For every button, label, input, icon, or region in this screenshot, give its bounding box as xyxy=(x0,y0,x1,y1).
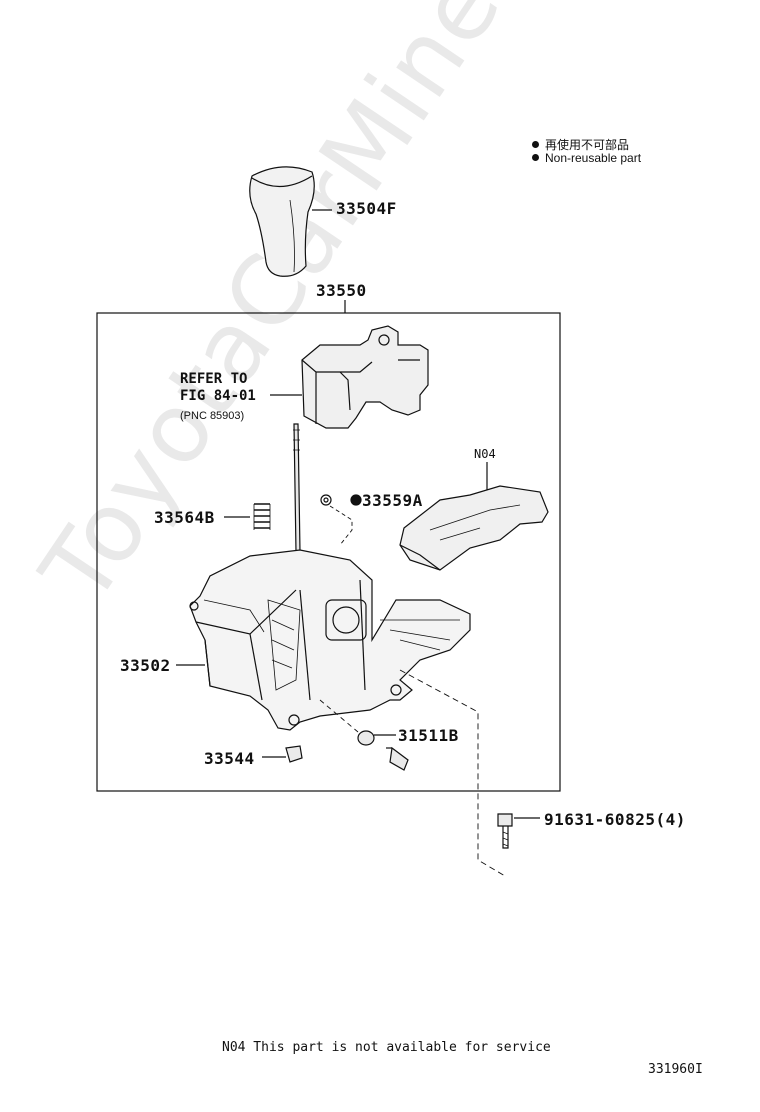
pin-drawing xyxy=(357,730,409,771)
bush-drawing xyxy=(285,745,303,763)
housing-drawing xyxy=(189,549,471,731)
assembly-frame xyxy=(96,312,561,792)
non-reusable-dot-icon xyxy=(532,154,539,161)
part-label-bolt: 91631-60825(4) xyxy=(544,810,686,829)
refer-label-line3: (PNC 85903) xyxy=(180,410,245,422)
refer-block-drawing xyxy=(301,325,429,429)
bolt-drawing xyxy=(497,813,513,849)
footnote: N04 This part is not available for servi… xyxy=(222,1040,551,1055)
legend-item-en: Non-reusable part xyxy=(532,151,641,165)
shift-knob-drawing xyxy=(249,166,315,277)
part-label-pin: 31511B xyxy=(398,726,459,745)
part-label-n04: N04 xyxy=(474,447,496,461)
part-label-housing: 33502 xyxy=(120,656,171,675)
spring-drawing xyxy=(253,503,271,530)
indicator-plate-drawing xyxy=(399,485,549,571)
refer-label-line2: FIG 84-01 xyxy=(180,388,256,404)
legend-label-jp: 再使用不可部品 xyxy=(545,138,630,152)
figure-id: 331960I xyxy=(648,1062,703,1077)
part-label-spring: 33564B xyxy=(154,508,215,527)
legend-label-en: Non-reusable part xyxy=(545,151,642,165)
non-reusable-dot-icon xyxy=(532,141,539,148)
part-label-knob: 33504F xyxy=(336,199,397,218)
refer-label-line1: REFER TO xyxy=(180,371,248,387)
part-label-assembly: 33550 xyxy=(316,281,367,300)
legend-item-jp: 再使用不可部品 xyxy=(532,136,629,153)
bolt-path-dashed xyxy=(399,669,506,877)
clip-drawing xyxy=(320,494,332,506)
part-label-clip: 33559A xyxy=(362,491,423,510)
part-label-bush: 33544 xyxy=(204,749,255,768)
non-reusable-dot-icon xyxy=(350,494,362,506)
